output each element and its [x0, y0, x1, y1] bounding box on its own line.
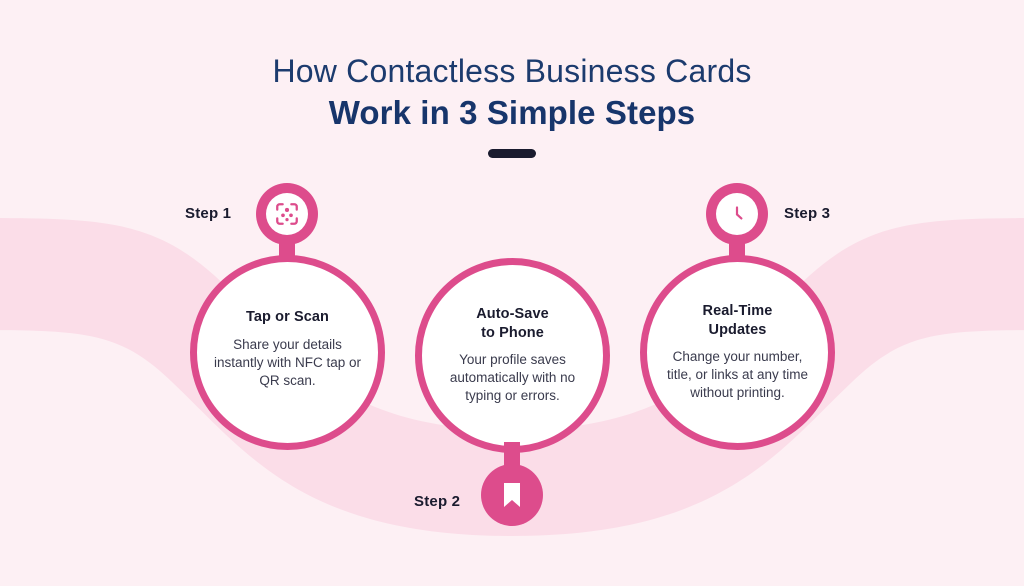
step-3-label: Step 3: [784, 205, 831, 222]
step-2-label: Step 2: [414, 493, 461, 510]
step-1-icon-badge[interactable]: [256, 183, 318, 245]
step-3-icon-disc: [716, 193, 758, 235]
step-2-description: Your profile saves automatically with no…: [449, 352, 576, 404]
step-2-content: Auto-Save to Phone Your profile saves au…: [437, 305, 589, 405]
step-3-content: Real-Time Updates Change your number, ti…: [662, 302, 814, 402]
step-2-title-line-1: Auto-Save: [476, 306, 549, 322]
step-2-circle: Auto-Save to Phone Your profile saves au…: [415, 258, 610, 453]
step-3-icon-badge[interactable]: [706, 183, 768, 245]
step-1-title: Tap or Scan: [245, 309, 330, 325]
heading-line-2: Work in 3 Simple Steps: [328, 94, 696, 132]
step-1-circle: Tap or Scan Share your details instantly…: [190, 255, 385, 450]
scan-qr-icon: [276, 203, 298, 225]
step-3-title-line-2: Updates: [708, 321, 767, 338]
heading-line-1: How Contactless Business Cards: [272, 53, 752, 89]
step-2-title-line-2: to Phone: [481, 324, 544, 341]
step-3-title-line-1: Real-Time: [702, 303, 773, 319]
step-1-label: Step 1: [185, 205, 232, 222]
heading-underline-dash: [488, 149, 536, 159]
page-heading: How Contactless Business Cards Work in 3…: [0, 52, 1024, 159]
clock-icon: [735, 206, 743, 220]
step-1-description: Share your details instantly with NFC ta…: [213, 336, 362, 388]
bookmark-icon: [504, 483, 520, 507]
step-1-content: Tap or Scan Share your details instantly…: [212, 308, 364, 390]
step-2-icon-badge[interactable]: [481, 464, 543, 526]
step-3-description: Change your number, title, or links at a…: [666, 349, 809, 401]
step-1-icon-disc: [266, 193, 308, 235]
step-3-circle: Real-Time Updates Change your number, ti…: [640, 255, 835, 450]
